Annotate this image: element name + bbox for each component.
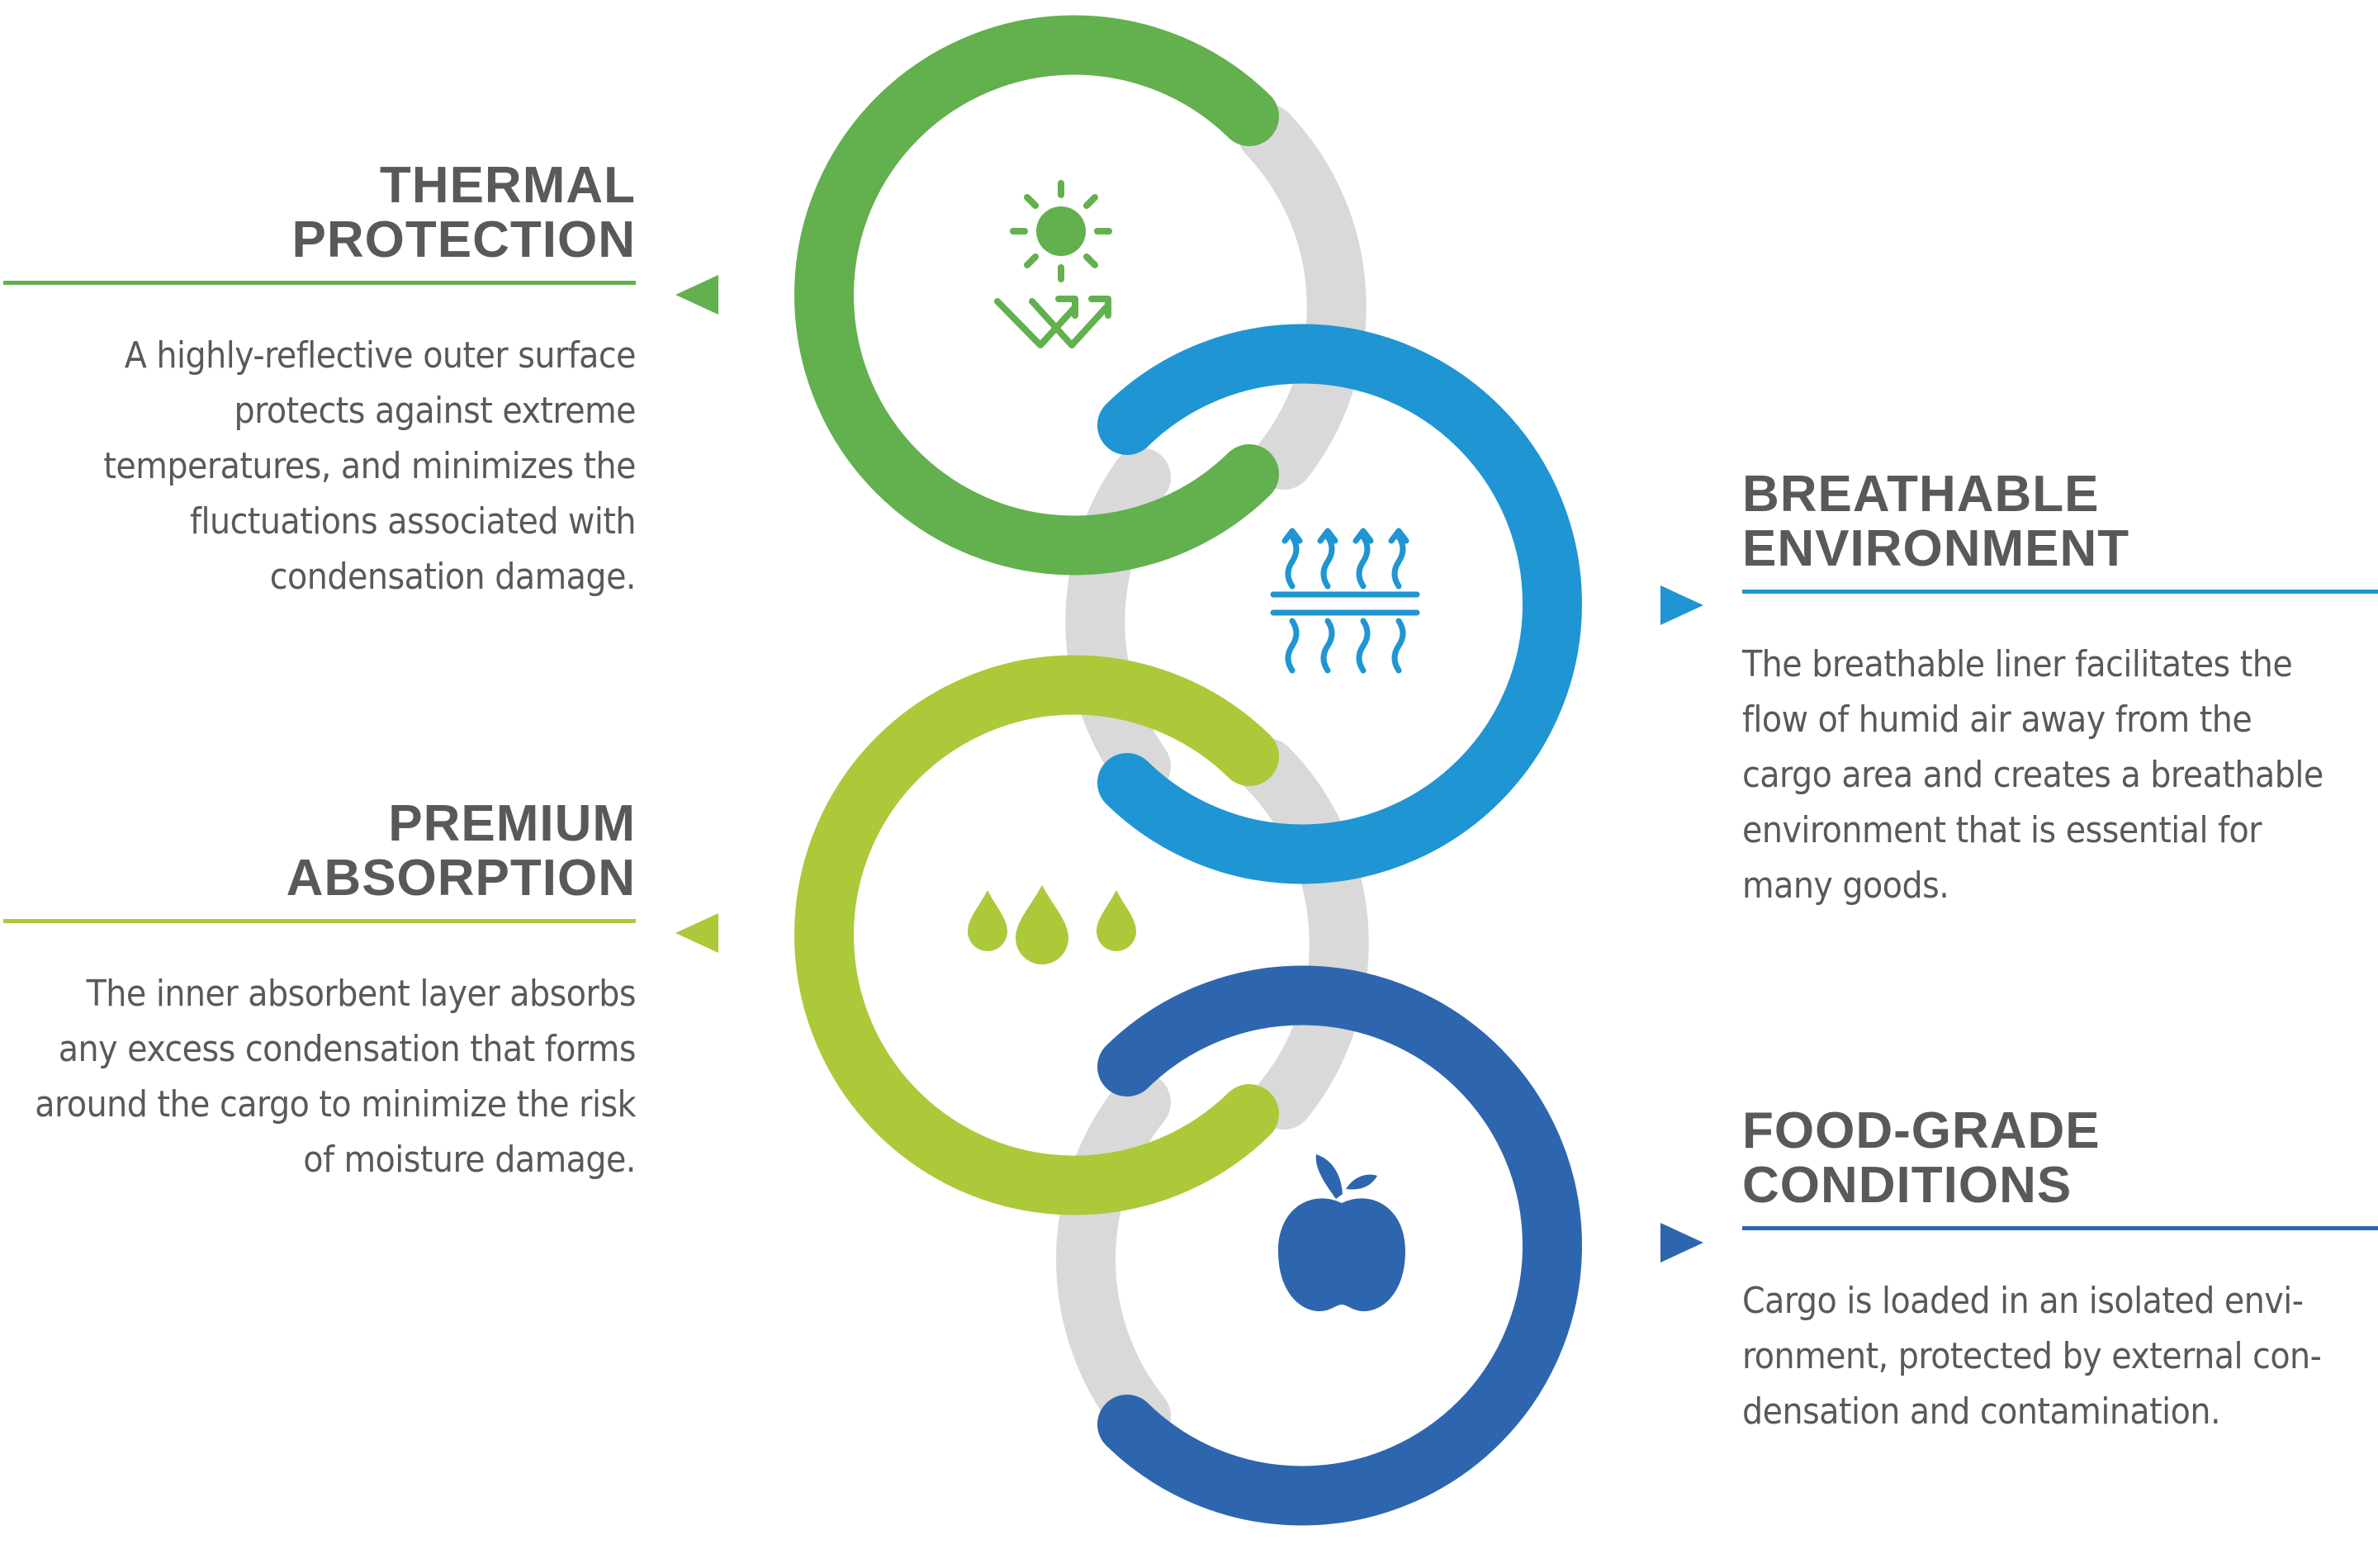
- connector-arc-1: [1238, 104, 1367, 490]
- ring-breathable: [1097, 324, 1582, 884]
- section-description: Cargo is loaded in an isolated envi- ron…: [1742, 1280, 2322, 1433]
- apple-icon: [1278, 1154, 1405, 1311]
- pointer-breathable: [1660, 585, 1703, 625]
- section-title: PREMIUM ABSORPTION: [286, 795, 636, 907]
- section-absorption: PREMIUM ABSORPTION The inner absorbent l…: [0, 795, 637, 1187]
- ring-absorption: [794, 655, 1279, 1215]
- connector-arc-3: [1238, 738, 1369, 1130]
- divider: [1742, 590, 2378, 594]
- divider: [3, 281, 636, 285]
- ring-foodgrade: [1097, 965, 1582, 1526]
- airflow-membrane-icon: [1270, 528, 1420, 674]
- section-thermal: THERMAL PROTECTION A highly-reflective o…: [0, 157, 637, 604]
- section-foodgrade: FOOD-GRADE CONDITIONS Cargo is loaded in…: [1742, 1104, 2378, 1439]
- section-description: A highly-reflective outer surface protec…: [103, 334, 636, 598]
- section-title: THERMAL PROTECTION: [291, 157, 636, 268]
- sun-reflection-icon: [994, 180, 1112, 348]
- divider: [3, 919, 636, 923]
- section-description: The inner absorbent layer absorbs any ex…: [35, 973, 636, 1181]
- pointer-thermal: [675, 275, 718, 315]
- section-title: BREATHABLE ENVIRONMENT: [1742, 466, 2130, 577]
- connector-arc-4: [1056, 1073, 1171, 1446]
- section-breathable: BREATHABLE ENVIRONMENT The breathable li…: [1742, 467, 2378, 913]
- pointer-foodgrade: [1660, 1223, 1703, 1262]
- divider: [1742, 1226, 2378, 1230]
- section-title: FOOD-GRADE CONDITIONS: [1742, 1102, 2101, 1214]
- ring-thermal: [794, 15, 1279, 576]
- water-drops-icon: [968, 885, 1136, 964]
- pointer-absorption: [675, 913, 718, 953]
- section-description: The breathable liner facilitates the flo…: [1742, 643, 2324, 907]
